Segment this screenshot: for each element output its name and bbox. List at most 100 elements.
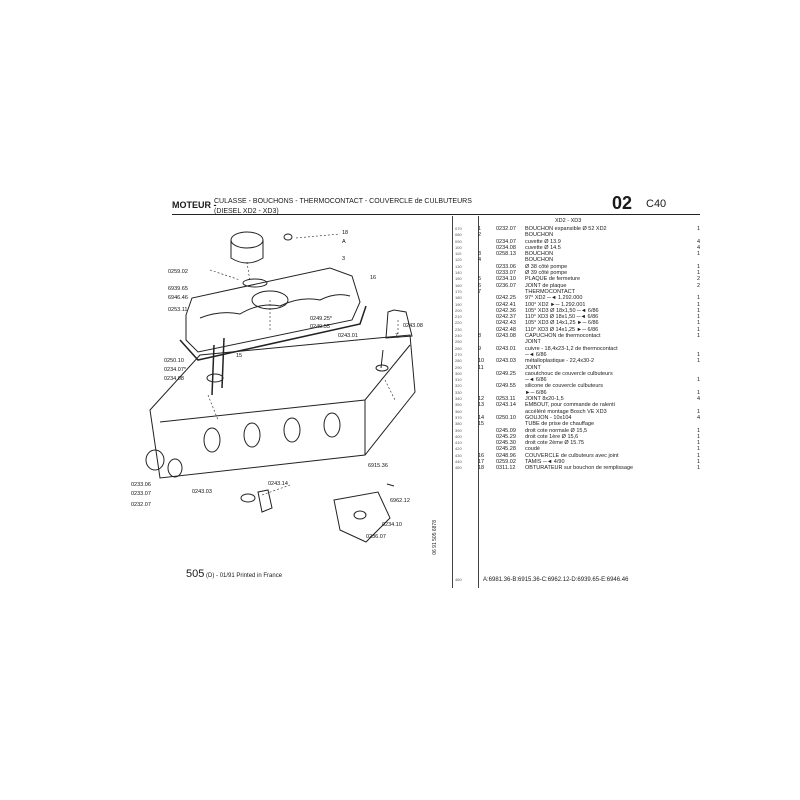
callout: 0233.07: [131, 491, 151, 497]
section-category: MOTEUR -: [172, 200, 217, 210]
rocker-cover-ribs: [199, 294, 351, 319]
part-description: droit cote 1ère Ø 15,6: [525, 433, 579, 440]
quantity: 1: [696, 358, 700, 365]
line-no: 110: [455, 251, 462, 257]
port: [283, 417, 301, 443]
item-number: 16: [478, 452, 485, 459]
part-ref: 0234.07: [496, 238, 516, 245]
item-number: 6: [478, 282, 482, 289]
line-no: 200: [455, 307, 462, 313]
line-no: 100: [455, 244, 462, 250]
callout: 0250.10: [164, 358, 184, 364]
port: [323, 412, 341, 438]
part-description: 110° XD3 Ø 14x1,25 ►─ 6/86: [525, 326, 599, 333]
page-code: 02: [612, 193, 633, 213]
quantity: 1: [696, 295, 700, 302]
line-no: 380: [455, 421, 462, 427]
callout: 0243.01: [338, 333, 358, 339]
line-no: 170: [455, 288, 462, 294]
line-no: 230: [455, 326, 462, 332]
part-ref: 0243.01: [496, 345, 516, 352]
section-title: CULASSE - BOUCHONS - THERMOCONTACT - COU…: [214, 197, 472, 217]
part-ref: 0232.07: [496, 226, 516, 232]
item-number: 5: [478, 276, 482, 283]
line-no: 420: [455, 446, 462, 452]
footer-left: 505 (D) - 01/91 Printed in France: [186, 568, 282, 580]
part-ref: 0243.14: [496, 402, 516, 409]
line-no: 400: [455, 433, 462, 439]
part-description: JOINT: [525, 339, 541, 346]
item-number: 13: [478, 402, 485, 409]
stud: [221, 337, 225, 389]
item-number: 10: [478, 358, 485, 365]
quantity: 1: [696, 251, 700, 258]
callout: A: [342, 239, 346, 245]
callout: 0259.02: [168, 269, 188, 275]
strainer: [242, 278, 268, 288]
item-number: 11: [478, 364, 484, 371]
part-ref: 0253.11: [496, 396, 516, 403]
part-ref: 0242.43: [496, 320, 516, 327]
line-no: 450: [455, 465, 462, 471]
item-number: 1: [478, 226, 482, 232]
line-no: 330: [455, 389, 462, 395]
part-ref: 0242.41: [496, 301, 516, 308]
part-description: JOINT 8x20-1,5: [525, 396, 564, 403]
title-line-1: CULASSE - BOUCHONS - THERMOCONTACT - COU…: [214, 198, 472, 205]
quantity: 1: [696, 389, 700, 396]
quantity: 1: [696, 440, 700, 447]
title-line-2: (DIESEL XD2 - XD3): [214, 208, 279, 215]
part-ref: 0234.08: [496, 244, 516, 251]
quantity: 1: [696, 333, 700, 340]
item-number: 8: [478, 333, 482, 340]
part-description: BOUCHON: [525, 251, 554, 258]
line-no: 300: [455, 370, 462, 376]
thermocontact-cap: [385, 309, 413, 339]
part-description: GOUJON - 10x104: [525, 414, 572, 421]
line-no: 260: [455, 345, 462, 351]
part-ref: 0233.07: [496, 270, 516, 277]
head-edge: [159, 344, 411, 423]
callout: 0243.14: [268, 481, 288, 487]
part-description: cuvette Ø 14.5: [525, 244, 561, 251]
callout: 0234.08: [164, 376, 184, 382]
part-description: JOINT de plaque: [525, 282, 567, 289]
line-no: 190: [455, 301, 462, 307]
part-description: ►─ 6/86: [525, 389, 547, 396]
part-description: silicone de couvercle culbuteurs: [525, 383, 603, 390]
callout: 0249.55: [310, 324, 330, 330]
quantity: 4: [696, 396, 700, 403]
callout: 0234.07*: [164, 367, 187, 373]
line-no: 120: [455, 257, 462, 263]
heater-tube: [206, 373, 224, 383]
quantity: 2: [696, 276, 700, 283]
quantity: 1: [696, 301, 700, 308]
line-no: 290: [455, 364, 462, 370]
part-description: ─◄ 6/86: [525, 351, 547, 358]
callout: 6962.12: [390, 498, 410, 504]
supersession-codes: A:6981.36-B:6915.36-C:6962.12-D:6939.65-…: [483, 577, 629, 583]
part-description: coudé: [525, 446, 540, 453]
part-ref: 0233.06: [496, 263, 516, 270]
rocker-cover: [185, 267, 361, 353]
part-description: BOUCHON: [525, 232, 554, 239]
part-description: COUVERCLE de culbuteurs avec joint: [525, 452, 619, 459]
quantity: 1: [696, 270, 700, 277]
part-description: Ø 39 côté pompe: [525, 270, 568, 277]
line-no: 130: [455, 263, 462, 269]
callout: 0233.06: [131, 482, 151, 488]
part-ref: 0248.96: [496, 452, 516, 459]
